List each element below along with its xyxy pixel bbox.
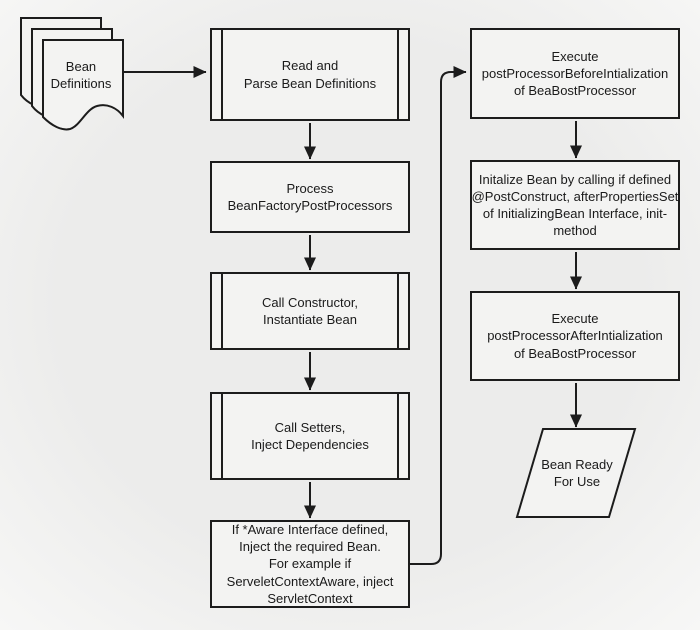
node-call-constructor-instantiate-bean: Call Constructor, Instantiate Bean xyxy=(210,272,410,350)
node-label: Execute postProcessorAfterIntialization … xyxy=(487,311,663,361)
node-label: Call Setters, Inject Dependencies xyxy=(251,419,369,452)
node-execute-post-processor-after-initialization: Execute postProcessorAfterIntialization … xyxy=(470,291,680,381)
node-label: Execute postProcessorBeforeIntialization… xyxy=(481,48,669,99)
node-label: Bean Ready For Use xyxy=(541,456,613,489)
node-label: Initalize Bean by calling if defined @Po… xyxy=(471,171,679,239)
node-label: If *Aware Interface defined, Inject the … xyxy=(226,522,394,606)
node-process-bean-factory-post-processors: Process BeanFactoryPostProcessors xyxy=(210,161,410,233)
predefined-process-bar xyxy=(397,274,399,348)
node-label: Read and Parse Bean Definitions xyxy=(243,58,377,91)
node-call-setters-inject-dependencies: Call Setters, Inject Dependencies xyxy=(210,392,410,480)
node-initialize-bean: Initalize Bean by calling if defined @Po… xyxy=(470,160,680,250)
node-label: Process BeanFactoryPostProcessors xyxy=(227,180,393,213)
node-bean-definitions: Bean Definitions xyxy=(38,54,124,96)
node-aware-interface-inject-bean: If *Aware Interface defined, Inject the … xyxy=(210,520,410,608)
node-bean-ready-for-use: Bean Ready For Use xyxy=(516,444,638,502)
node-label: Call Constructor, Instantiate Bean xyxy=(261,294,359,327)
predefined-process-bar xyxy=(397,394,399,478)
predefined-process-bar xyxy=(221,274,223,348)
predefined-process-bar xyxy=(397,30,399,119)
node-execute-post-processor-before-initialization: Execute postProcessorBeforeIntialization… xyxy=(470,28,680,119)
predefined-process-bar xyxy=(221,394,223,478)
node-label: Bean Definitions xyxy=(50,58,112,91)
edge-aware-interface-to-execute-before xyxy=(410,66,467,565)
predefined-process-bar xyxy=(221,30,223,119)
node-read-parse-bean-definitions: Read and Parse Bean Definitions xyxy=(210,28,410,121)
